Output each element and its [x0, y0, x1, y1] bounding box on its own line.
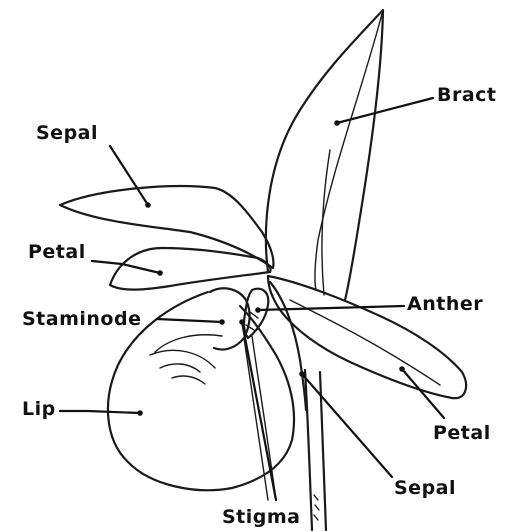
stigma-label: Stigma	[222, 508, 301, 527]
anther-label: Anther	[407, 295, 483, 314]
lip-inner-fold	[150, 350, 215, 384]
stigma-leader-dot	[239, 319, 245, 325]
petal-left-leader-dot	[157, 270, 163, 276]
sepal-bottom-leader	[302, 374, 392, 477]
bract-outline	[266, 10, 383, 300]
stem-hatching	[314, 495, 319, 520]
petal-left-leader	[92, 261, 160, 273]
lip-rim	[155, 335, 222, 352]
bract-label: Bract	[437, 86, 497, 105]
anther-leader-dot	[255, 307, 261, 313]
lip-leader-dot	[137, 410, 143, 416]
petal-left-label: Petal	[28, 243, 86, 262]
sepal-top-leader	[110, 146, 148, 205]
bract-leader	[337, 98, 433, 123]
left-petal-outline	[110, 248, 271, 290]
bract-inner-line	[315, 10, 383, 290]
staminode-label: Staminode	[22, 310, 141, 329]
sepal-top-leader-dot	[145, 202, 151, 208]
staminode-leader	[157, 319, 222, 322]
lip-leader	[60, 411, 140, 413]
sepal-bottom-leader-dot	[299, 371, 305, 377]
bract-leader-dot	[334, 120, 340, 126]
lip-label: Lip	[22, 400, 56, 419]
petal-right-leader-dot	[399, 366, 405, 372]
petal-right-label: Petal	[433, 424, 491, 443]
staminode-leader-dot	[219, 319, 225, 325]
bract-fold-line	[322, 150, 330, 295]
stem-left-line	[305, 370, 312, 530]
sepal-bottom-label: Sepal	[394, 479, 456, 498]
petal-right-leader	[402, 369, 444, 418]
sepal-top-label: Sepal	[36, 124, 98, 143]
